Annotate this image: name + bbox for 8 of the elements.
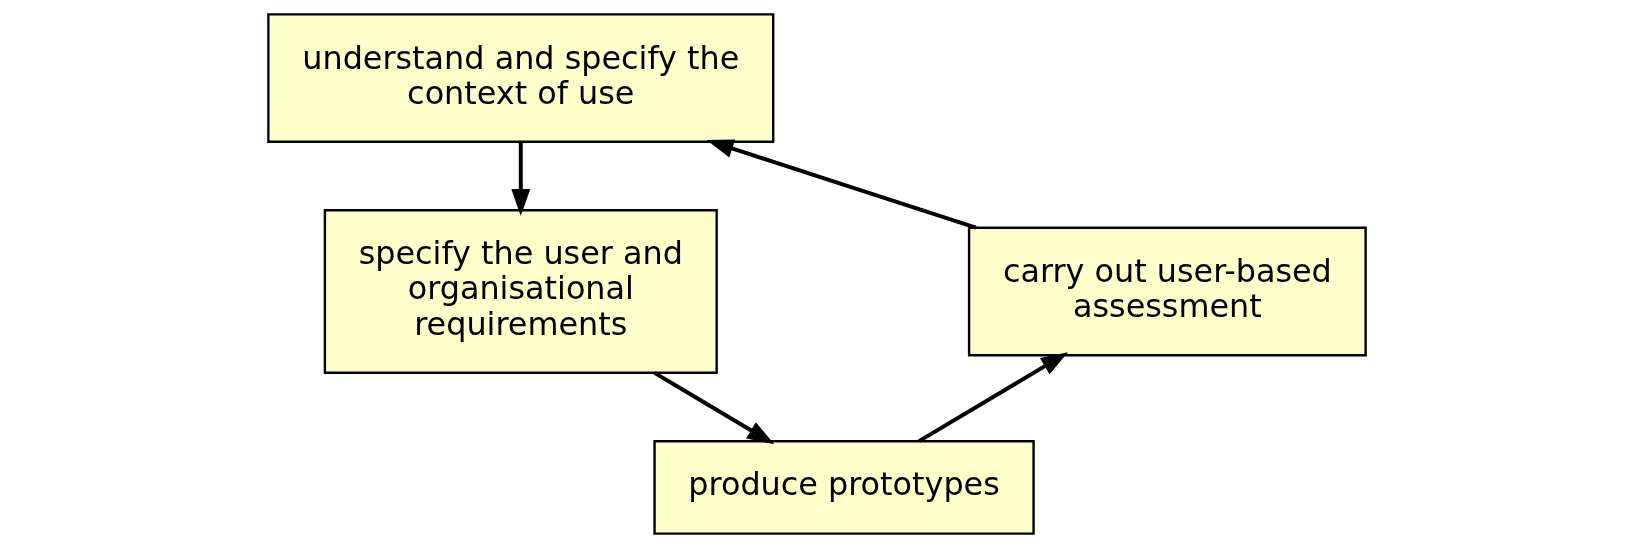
arrow xyxy=(705,139,977,230)
arrow xyxy=(653,371,774,445)
arrow xyxy=(917,352,1068,443)
node-box: produce prototypes xyxy=(652,440,1035,535)
node-box: specify the user and organisational requirements xyxy=(323,209,718,374)
node-box: carry out user-based assessment xyxy=(967,226,1367,357)
arrow xyxy=(510,142,530,217)
node-box: understand and specify the context of use xyxy=(266,13,774,143)
